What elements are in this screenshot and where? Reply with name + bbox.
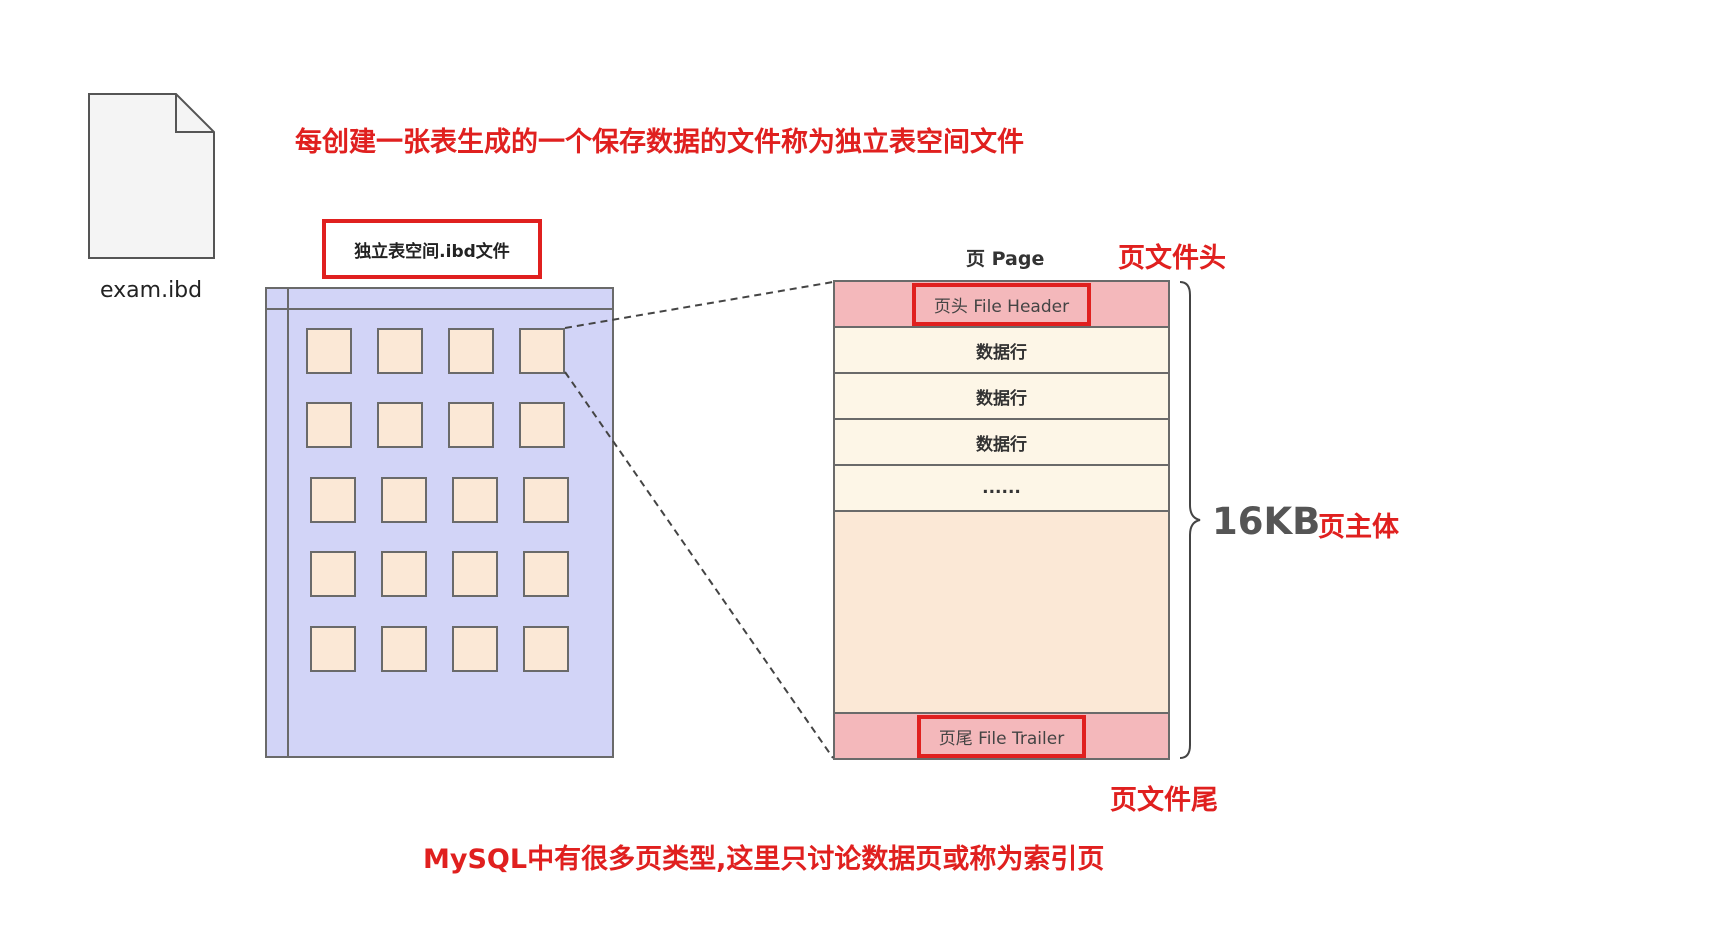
file-icon (88, 93, 215, 259)
file-trailer-label: 页尾 File Trailer (916, 714, 1087, 758)
tablespace-left-band (287, 287, 289, 758)
page-body-label: 页主体 (1318, 512, 1399, 543)
page-size: 16KB (1212, 500, 1321, 543)
zoom-line-top (564, 281, 834, 329)
page-cell (381, 477, 427, 523)
tablespace-top-band (265, 287, 614, 310)
page-cell (306, 402, 352, 448)
page-title: 页 Page (966, 248, 1045, 270)
data-row: 数据行 (833, 326, 1170, 374)
data-row-ellipsis: ...... (833, 464, 1170, 512)
page-cell (523, 477, 569, 523)
tablespace-label: 独立表空间.ibd文件 (322, 219, 542, 279)
file-name: exam.ibd (100, 278, 203, 303)
page-cell (381, 626, 427, 672)
page-cell (519, 402, 565, 448)
data-row-label: 数据行 (976, 388, 1027, 409)
page-cell (310, 477, 356, 523)
page-cell (523, 626, 569, 672)
size-brace (1179, 281, 1201, 759)
page-cell (448, 402, 494, 448)
page-cell (310, 551, 356, 597)
page-cell (519, 328, 565, 374)
data-row-label: 数据行 (976, 434, 1027, 455)
data-row: 数据行 (833, 418, 1170, 466)
page-cell (452, 626, 498, 672)
data-row-label: 数据行 (976, 342, 1027, 363)
page-cell (310, 626, 356, 672)
page-cell (377, 402, 423, 448)
page-cell (452, 477, 498, 523)
page-cell (377, 328, 423, 374)
file-header-label: 页头 File Header (911, 282, 1092, 326)
page-cell (452, 551, 498, 597)
headline: 每创建一张表生成的一个保存数据的文件称为独立表空间文件 (295, 127, 1024, 158)
page-file-header: 页头 File Header (833, 280, 1170, 328)
page-header-label: 页文件头 (1118, 243, 1226, 274)
footer-note: MySQL中有很多页类型,这里只讨论数据页或称为索引页 (423, 844, 1105, 875)
data-row-label: ...... (982, 478, 1021, 498)
page-cell (448, 328, 494, 374)
page-cell (523, 551, 569, 597)
page-file-trailer: 页尾 File Trailer (833, 712, 1170, 760)
page-cell (306, 328, 352, 374)
zoom-line-bottom (564, 371, 834, 759)
data-row: 数据行 (833, 372, 1170, 420)
page-trailer-label: 页文件尾 (1110, 785, 1218, 816)
page-cell (381, 551, 427, 597)
